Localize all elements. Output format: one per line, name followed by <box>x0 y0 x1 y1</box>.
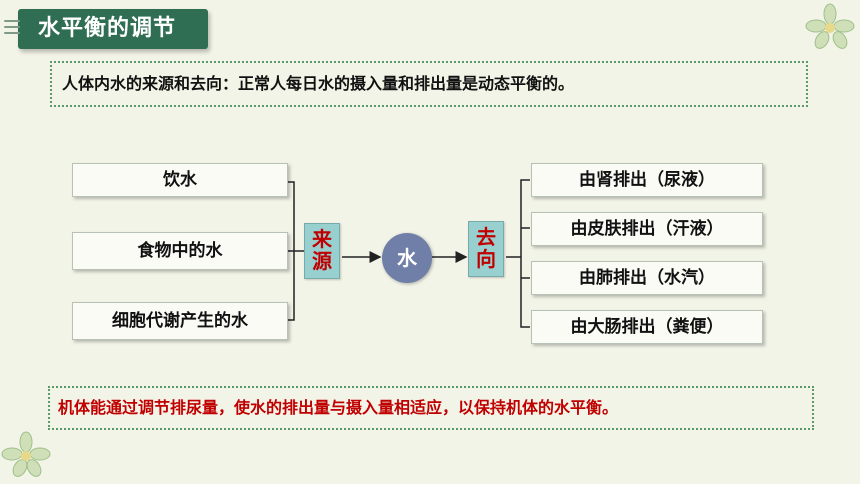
output-label: 由皮肤排出（汗液） <box>570 219 724 239</box>
source-label: 细胞代谢产生的水 <box>112 311 248 331</box>
output-item-skin: 由皮肤排出（汗液） <box>531 212 763 246</box>
source-item-drinking-water: 饮水 <box>72 163 288 197</box>
flower-decoration-icon <box>805 3 855 49</box>
source-label: 食物中的水 <box>137 241 223 261</box>
output-item-kidney: 由肾排出（尿液） <box>531 163 763 197</box>
destination-category-label: 去 向 <box>468 221 504 277</box>
output-item-lung: 由肺排出（水汽） <box>531 261 763 295</box>
source-category-label: 来 源 <box>304 223 340 279</box>
source-item-food-water: 食物中的水 <box>72 232 288 270</box>
output-label: 由肺排出（水汽） <box>579 268 715 288</box>
output-item-large-intestine: 由大肠排出（粪便） <box>531 310 763 344</box>
summary-text: 机体能通过调节排尿量，使水的排出量与摄入量相适应，以保持机体的水平衡。 <box>58 398 619 417</box>
water-node: 水 <box>382 233 432 283</box>
title-tab <box>18 9 208 49</box>
intro-box: 人体内水的来源和去向：正常人每日水的摄入量和排出量是动态平衡的。 <box>50 61 808 107</box>
source-label: 饮水 <box>163 170 197 190</box>
output-label: 由大肠排出（粪便） <box>570 317 724 337</box>
summary-box: 机体能通过调节排尿量，使水的排出量与摄入量相适应，以保持机体的水平衡。 <box>48 386 814 430</box>
source-item-metabolic-water: 细胞代谢产生的水 <box>72 302 288 340</box>
title-decoration <box>4 20 20 38</box>
flower-decoration-icon <box>1 431 51 477</box>
page-title: 水平衡的调节 <box>38 16 177 41</box>
output-label: 由肾排出（尿液） <box>579 170 715 190</box>
intro-text: 人体内水的来源和去向：正常人每日水的摄入量和排出量是动态平衡的。 <box>62 74 575 93</box>
